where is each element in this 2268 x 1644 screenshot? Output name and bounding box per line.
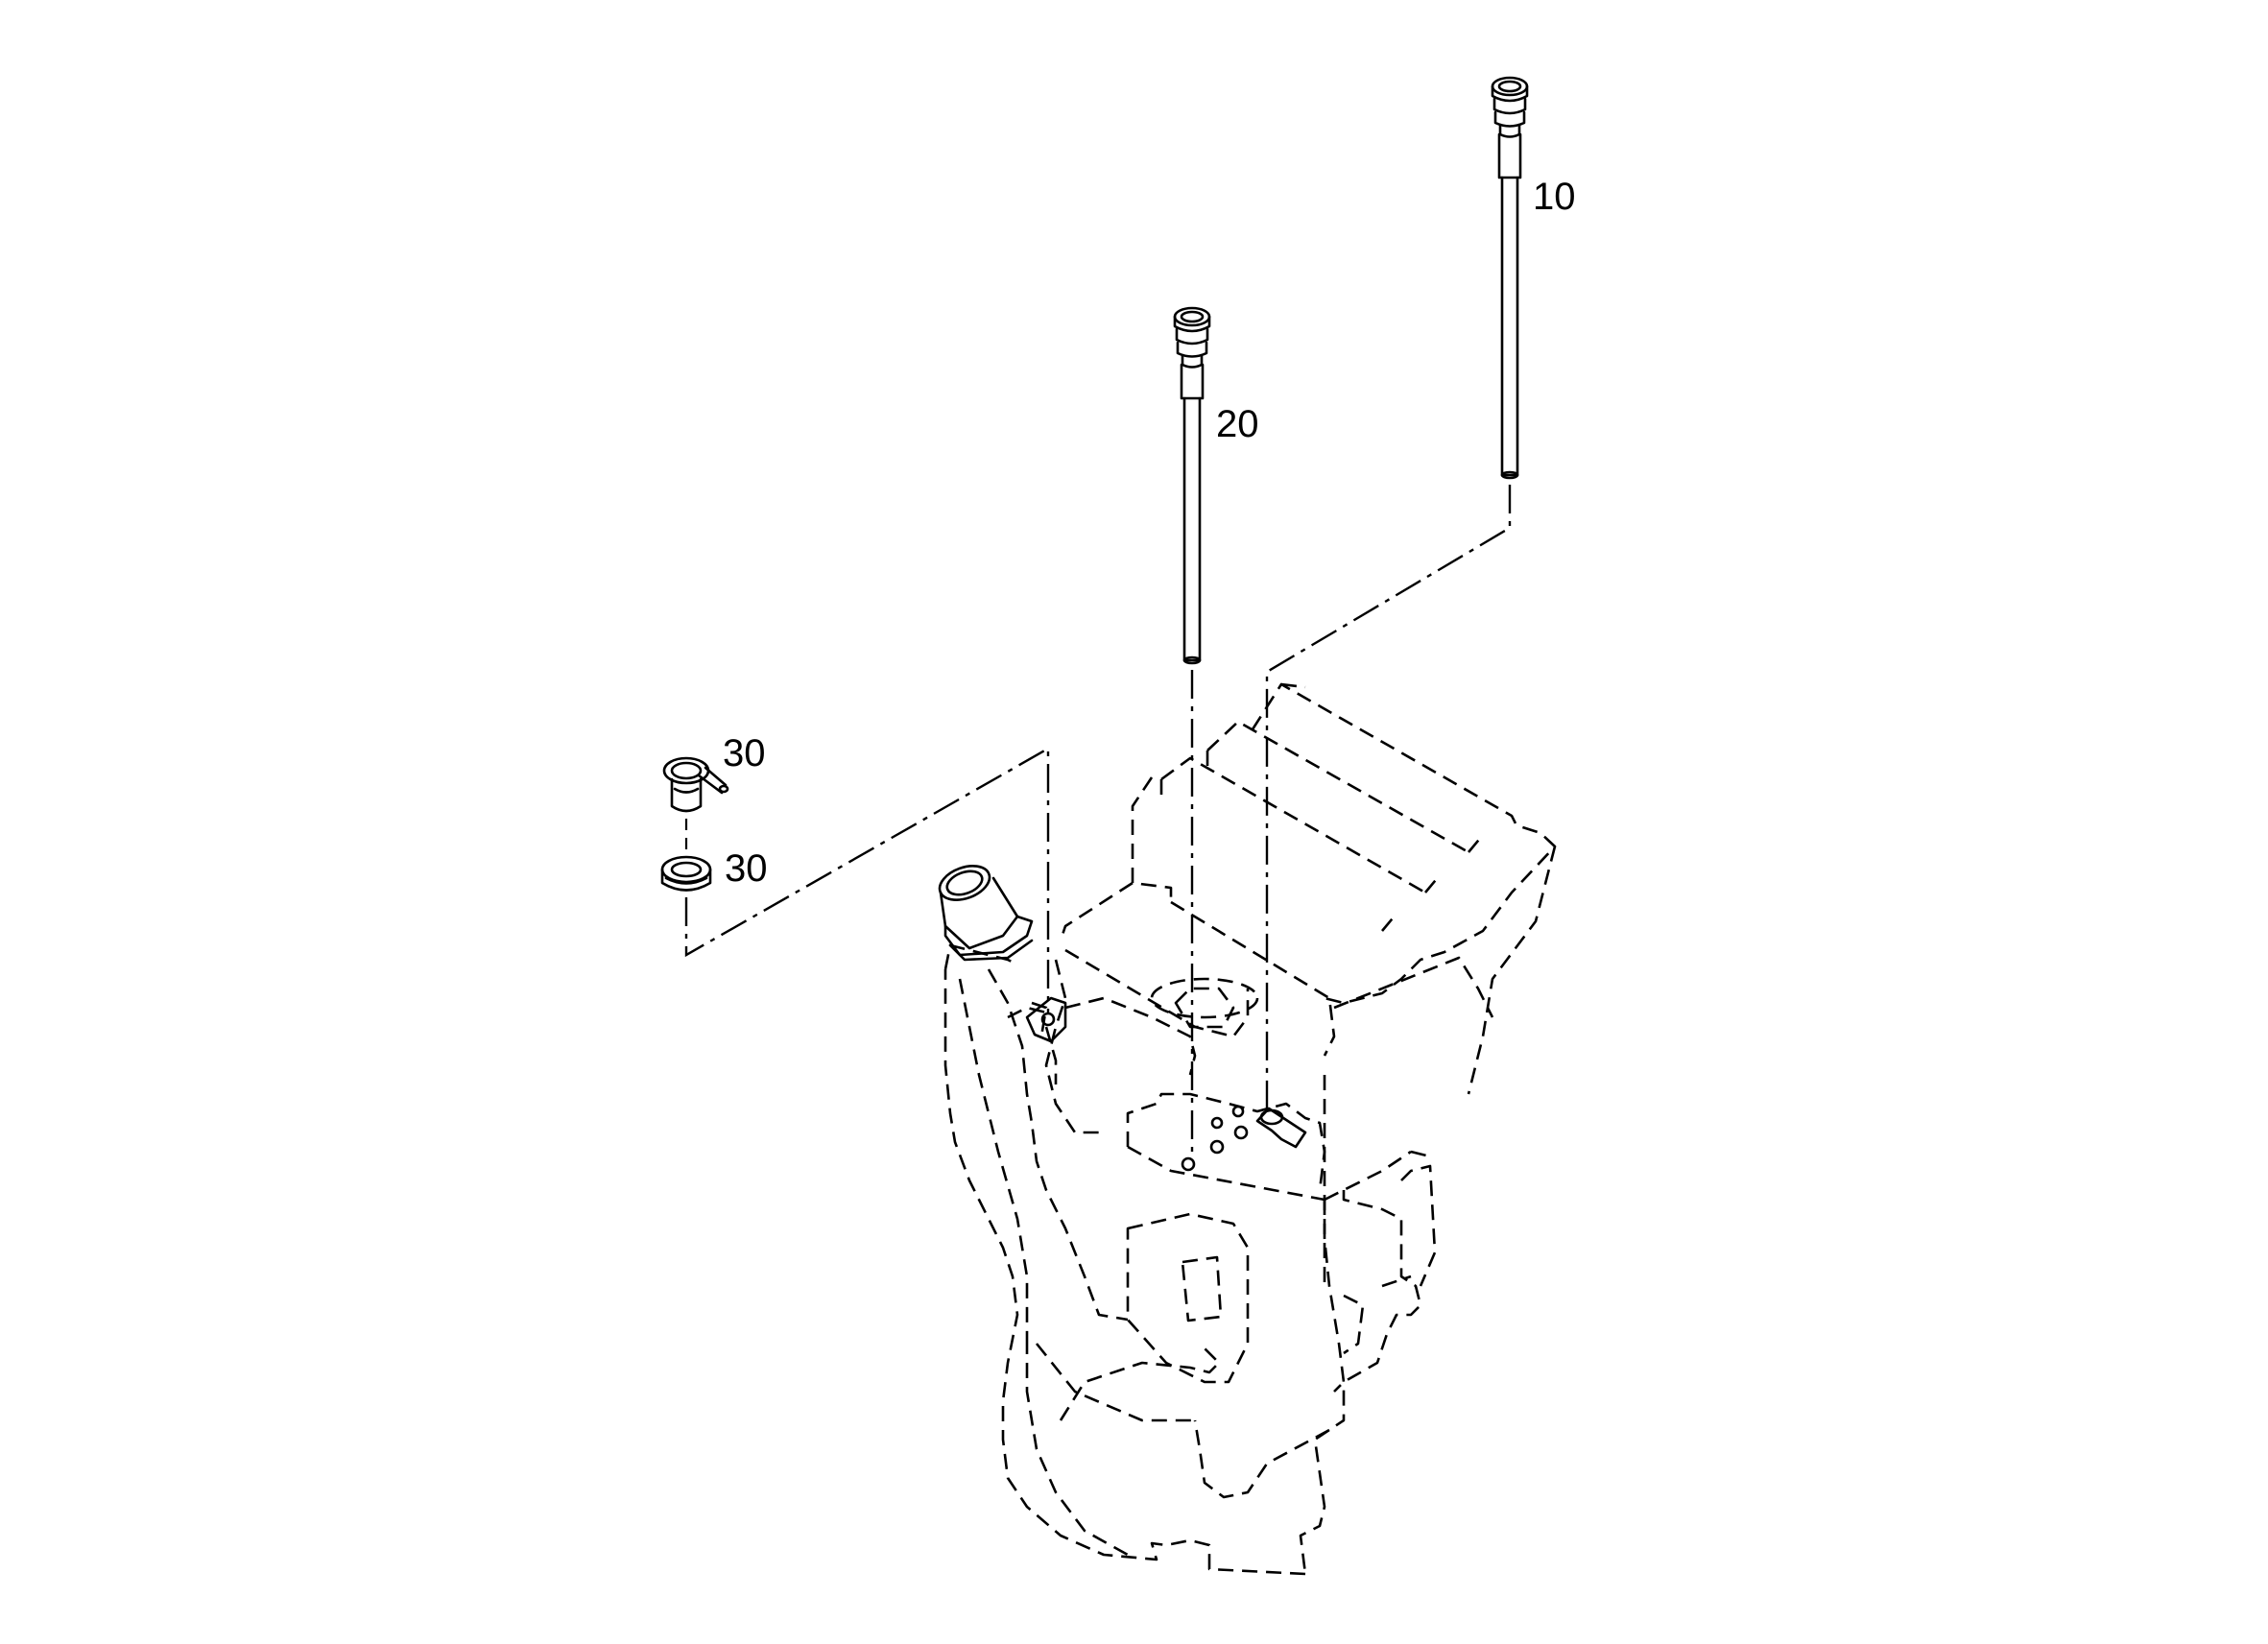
part-30-leader-line xyxy=(684,746,1050,1013)
part-20-dipstick xyxy=(1173,306,1211,1156)
filler-neck xyxy=(938,865,1034,962)
callout-part-10: 10 xyxy=(1533,176,1576,218)
housing-body xyxy=(943,682,1557,1576)
callout-part-30-lower: 30 xyxy=(725,847,768,890)
part-30-plug xyxy=(662,756,729,813)
part-10-dipstick xyxy=(1265,76,1529,1113)
callout-part-30-upper: 30 xyxy=(723,732,766,774)
part-30-seal-ring xyxy=(660,855,712,892)
callout-part-20: 20 xyxy=(1216,403,1259,445)
